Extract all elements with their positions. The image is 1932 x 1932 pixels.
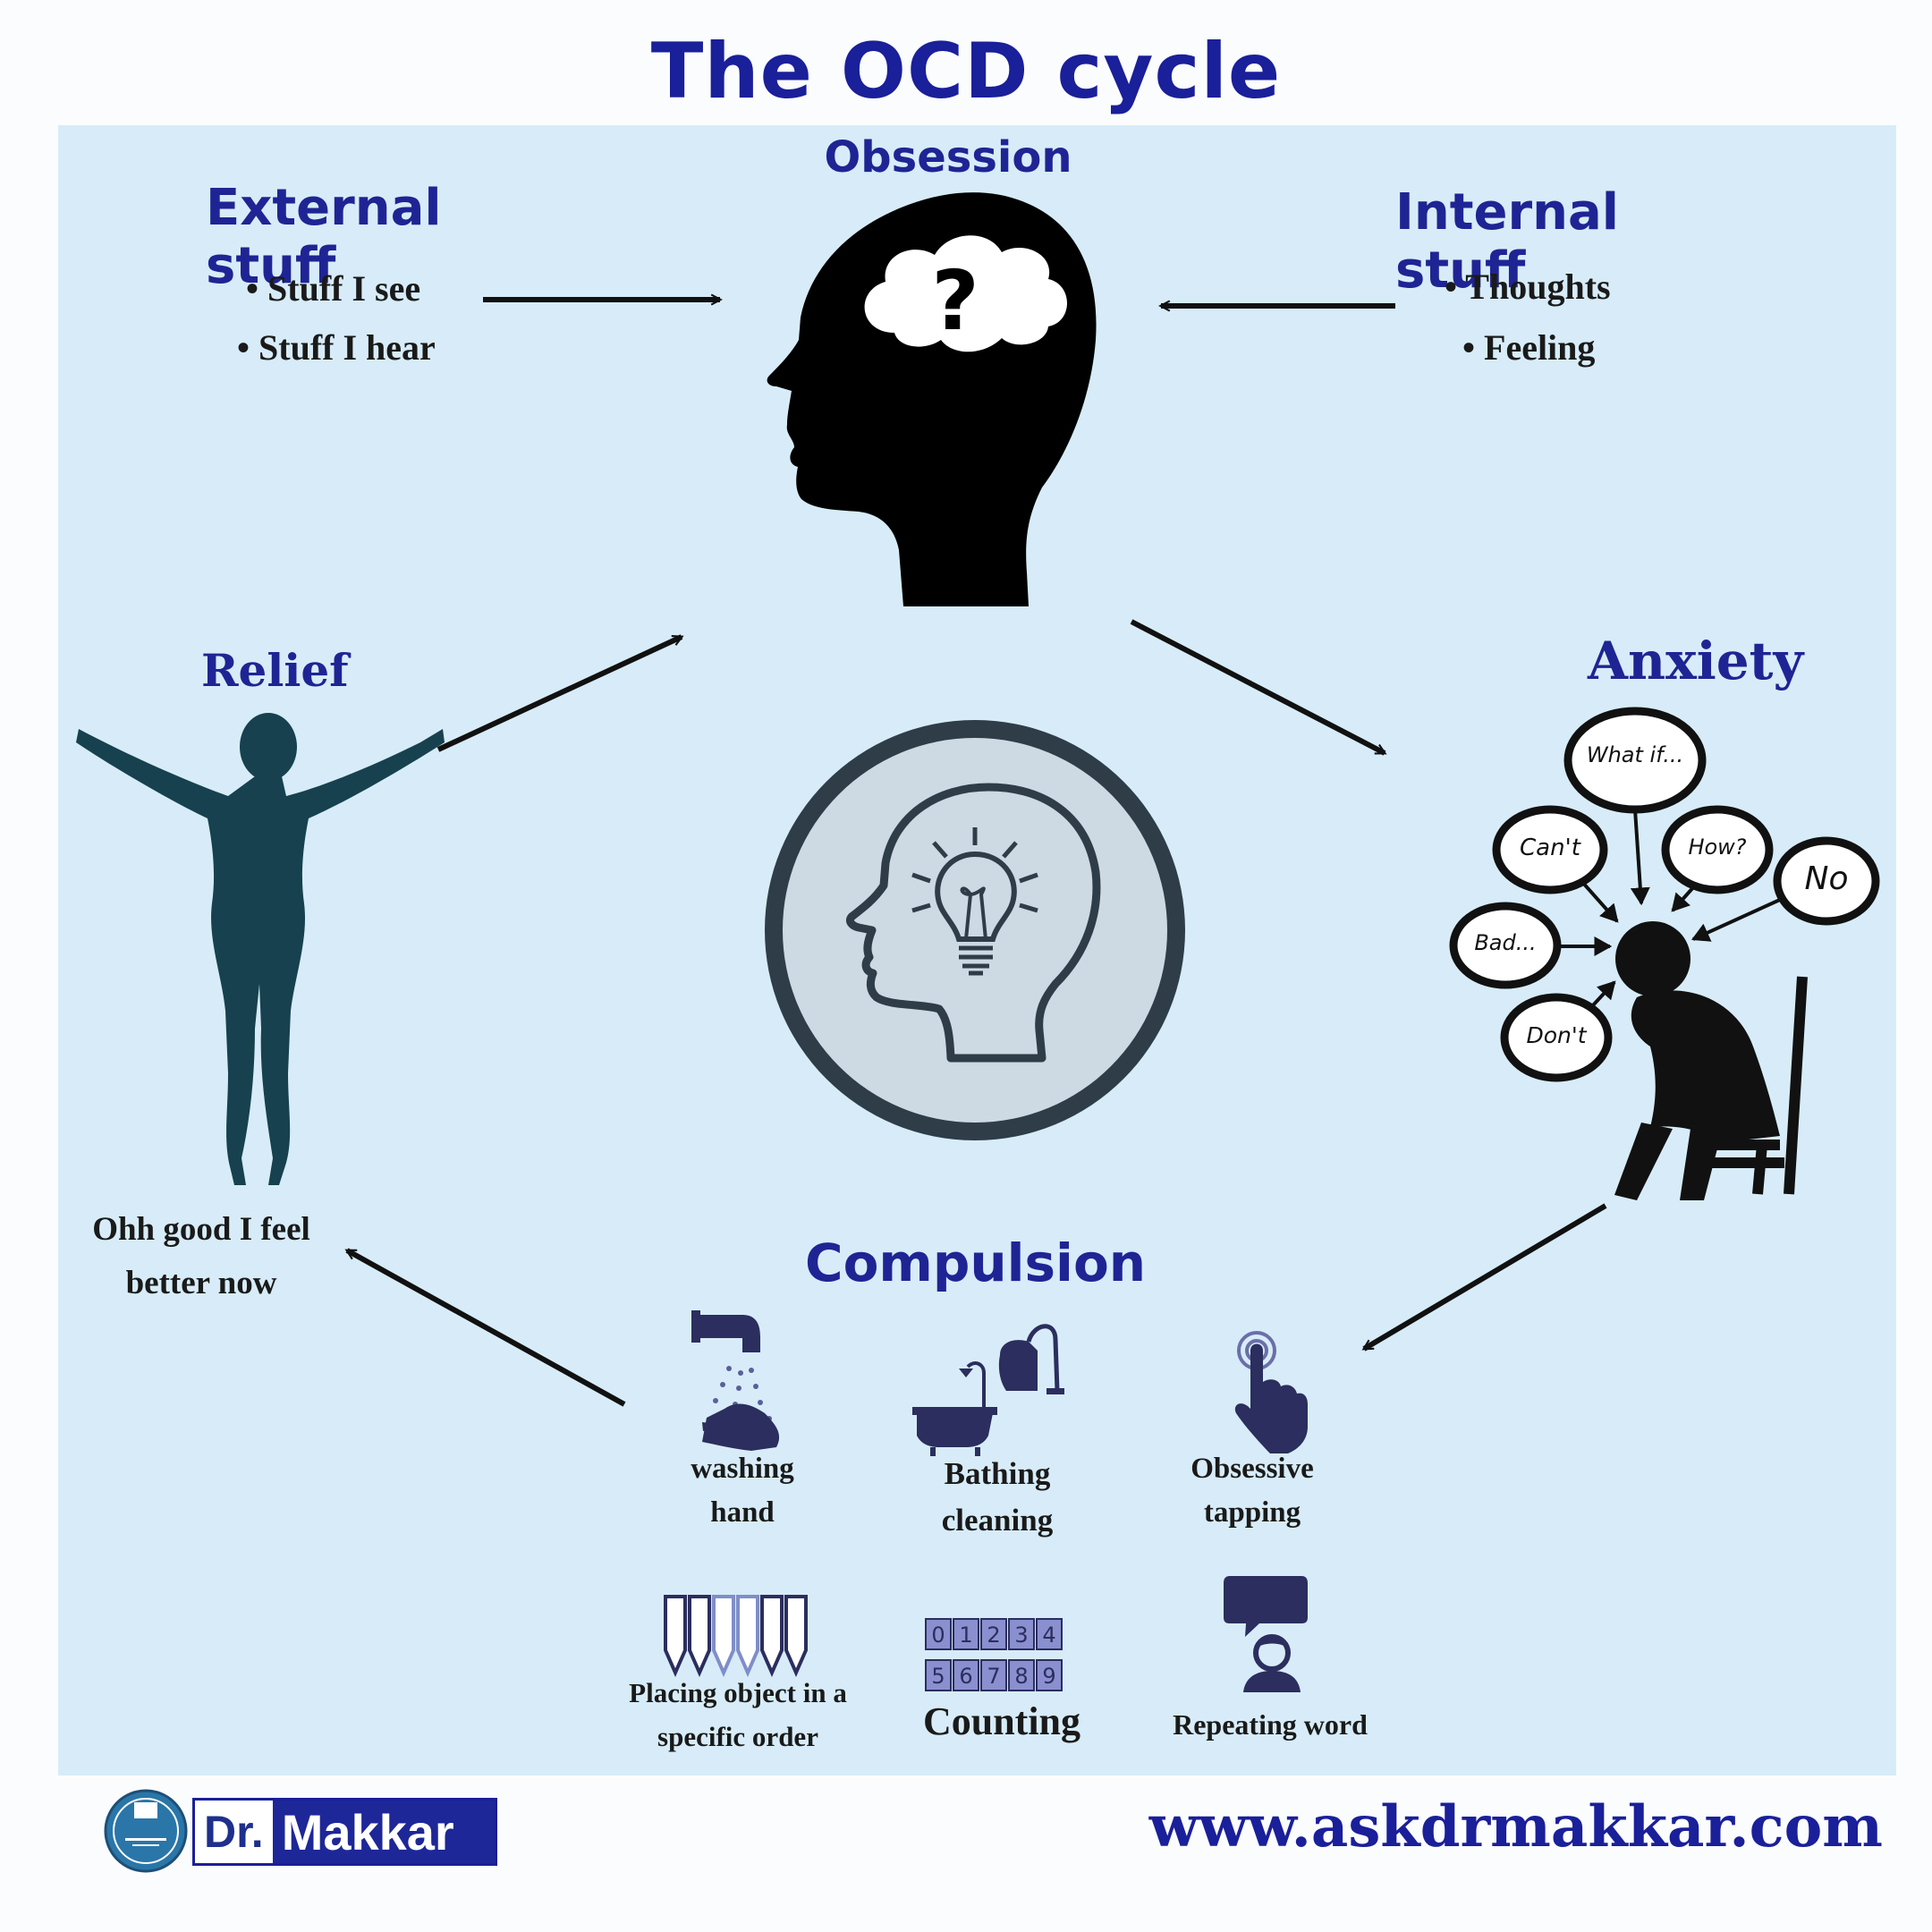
label-line: Counting (922, 1699, 1081, 1743)
digit-box (925, 1659, 952, 1691)
anxiety-label: Anxiety (1588, 631, 1804, 691)
digit-box (1008, 1618, 1035, 1650)
bathtub-vacuum-icon (912, 1324, 1064, 1456)
digit-label: 0 (931, 1623, 945, 1648)
tapping-finger-icon (1234, 1331, 1308, 1453)
svg-text:?: ? (931, 253, 979, 349)
anxiety-to-compulsion-arrow (1364, 1203, 1607, 1352)
compulsion-counting-label: Counting (899, 1699, 1105, 1743)
bubble-no (1773, 836, 1880, 926)
pencils-icon (664, 1595, 808, 1677)
compulsion-repeating-word-label: Repeating word (1145, 1703, 1395, 1747)
compulsion-placing-object-label: Placing object in a specific order (608, 1671, 868, 1758)
external-item-hear: • Stuff I hear (237, 327, 436, 368)
logo-name-text: Makkar (272, 1801, 495, 1863)
digit-box (980, 1659, 1007, 1691)
relief-caption-line-2: better now (125, 1265, 277, 1301)
relief-caption: Ohh good I feel better now (63, 1203, 340, 1310)
compulsion-to-relief-arrow (347, 1248, 626, 1407)
relief-figure-icon (76, 713, 445, 1185)
digit-box (980, 1618, 1007, 1650)
digit-box (1036, 1659, 1063, 1691)
bubble-cant (1492, 805, 1608, 894)
internal-stuff-heading: Internal stuff (1395, 183, 1619, 300)
internal-item-thoughts: • Thoughts (1445, 267, 1611, 307)
bubble-how-text: How? (1688, 835, 1747, 860)
digit-label: 3 (1014, 1623, 1028, 1648)
washing-hands-icon (691, 1310, 780, 1451)
external-item-see: • Stuff I see (246, 268, 421, 309)
digit-label: 6 (959, 1664, 972, 1689)
anxiety-person-icon (1614, 921, 1808, 1200)
center-lightbulb-head-icon (765, 720, 1185, 1140)
external-stuff-heading: External stuff (206, 179, 442, 295)
label-line: Placing object in a (629, 1677, 847, 1708)
digit-box (1036, 1618, 1063, 1650)
page-title: The OCD cycle (650, 27, 1282, 116)
label-line: washing (691, 1453, 794, 1485)
logo-badge-icon (104, 1789, 188, 1873)
label-line: specific order (657, 1721, 818, 1752)
relief-caption-line-1: Ohh good I feel (92, 1211, 310, 1248)
bubble-no-text: No (1804, 860, 1849, 897)
compulsion-obsessive-tapping-label: Obsessive tapping (1154, 1447, 1351, 1535)
compulsion-label: Compulsion (805, 1233, 1147, 1293)
digit-box (953, 1618, 979, 1650)
label-line: tapping (1203, 1496, 1301, 1529)
digit-box (925, 1618, 952, 1650)
relief-label: Relief (201, 644, 349, 697)
compulsion-washing-hand-label: washing hand (653, 1447, 832, 1535)
label-line: Bathing (944, 1456, 1051, 1491)
anxiety-bubbles (1449, 707, 1880, 1082)
digit-label: 5 (931, 1664, 945, 1689)
bubble-dont-text: Don't (1526, 1022, 1587, 1048)
speaking-person-icon (1224, 1576, 1308, 1692)
obsession-label: Obsession (824, 132, 1072, 182)
brand-logo[interactable]: Dr. Makkar (192, 1798, 497, 1866)
digit-box (953, 1659, 979, 1691)
bubble-dont (1500, 993, 1613, 1082)
label-line: hand (710, 1496, 775, 1529)
internal-item-feeling: • Feeling (1462, 327, 1596, 368)
obsession-head-icon: ? (767, 192, 1097, 607)
label-line: Obsessive (1191, 1453, 1314, 1485)
digit-label: 1 (959, 1623, 972, 1648)
bubble-what-if-text: What if... (1586, 742, 1684, 767)
obsession-to-anxiety-arrow (1130, 619, 1385, 756)
cycle-arrows (347, 300, 1607, 1407)
logo-dr-text: Dr. (195, 1806, 273, 1858)
website-url-link[interactable]: www.askdrmakkar.com (1148, 1793, 1883, 1860)
label-line: cleaning (941, 1503, 1054, 1538)
bubble-bad (1449, 902, 1562, 989)
bubble-cant-text: Can't (1520, 835, 1580, 861)
digit-label: 8 (1014, 1664, 1028, 1689)
bubble-how (1661, 805, 1774, 894)
relief-to-obsession-arrow (436, 634, 682, 752)
bubble-bad-text: Bad... (1474, 930, 1537, 955)
digit-label: 4 (1042, 1623, 1055, 1648)
digit-box (1008, 1659, 1035, 1691)
compulsion-bathing-cleaning-label: Bathing cleaning (903, 1451, 1091, 1544)
digit-label: 7 (987, 1664, 1000, 1689)
digit-label: 9 (1042, 1664, 1055, 1689)
label-line: Repeating word (1173, 1708, 1368, 1741)
digit-label: 2 (987, 1623, 1000, 1648)
